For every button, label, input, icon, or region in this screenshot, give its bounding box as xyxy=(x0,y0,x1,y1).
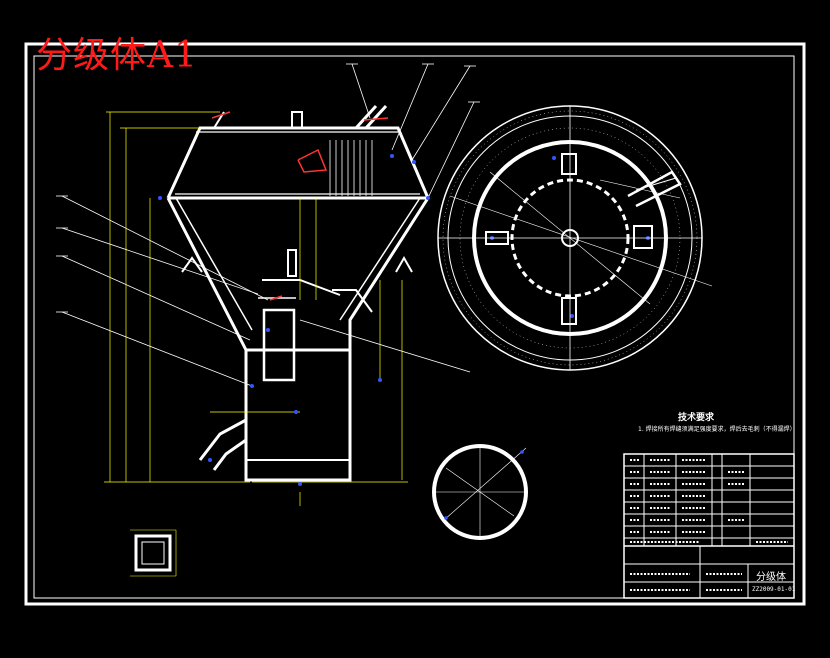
technical-requirements-title: 技术要求 xyxy=(678,413,715,423)
inlet-hatch xyxy=(329,140,373,196)
section-view-markers xyxy=(444,450,524,520)
red-accents xyxy=(211,111,389,301)
top-vent xyxy=(291,111,303,129)
title-block xyxy=(623,453,795,599)
title-block-drawing-code: ZZ2009-01-01 xyxy=(752,586,796,593)
technical-requirements-note: 1. 焊接所有焊缝须满足强度要求，焊后去毛刺（不得漏焊） xyxy=(638,426,796,433)
inner-tube xyxy=(262,308,296,382)
lower-chamber xyxy=(244,348,352,482)
front-view xyxy=(166,104,430,482)
top-view xyxy=(437,105,713,371)
drawing-title-overlay: 分级体A1 xyxy=(36,35,198,76)
leader-lines xyxy=(56,63,480,387)
side-outlet-pipe xyxy=(198,418,247,461)
lower-cone-right xyxy=(348,197,430,350)
inner-border xyxy=(33,55,795,599)
section-view-circle xyxy=(432,444,528,540)
title-block-filler xyxy=(630,459,788,591)
square-detail-view xyxy=(130,529,177,577)
outer-border xyxy=(24,42,806,606)
dimension-lines xyxy=(104,111,408,506)
outer-ring-texture xyxy=(442,110,698,366)
title-block-part-name: 分级体 xyxy=(756,572,786,583)
